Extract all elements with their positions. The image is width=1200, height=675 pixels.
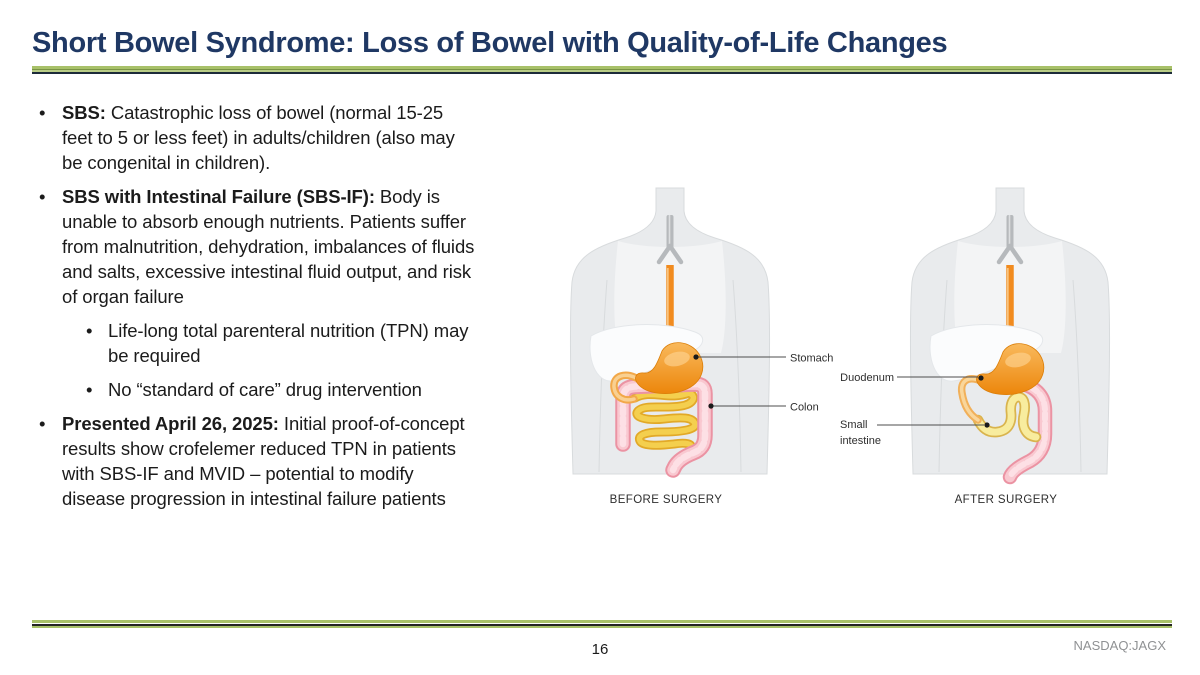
bullet-list: SBS: Catastrophic loss of bowel (normal … xyxy=(36,100,476,511)
duodenum-shape xyxy=(610,371,644,404)
colon-shape xyxy=(1002,376,1053,485)
stomach-highlight xyxy=(1005,352,1031,368)
label-colon: Colon xyxy=(790,402,819,414)
figure-captions: BEFORE SURGERY AFTER SURGERY xyxy=(610,494,1058,506)
label-small-intestine-line1: Small xyxy=(840,419,868,431)
sub-bullet-tpn: Life-long total parenteral nutrition (TP… xyxy=(36,318,476,368)
bullet-body: No “standard of care” drug intervention xyxy=(108,379,422,400)
bullet-body: Catastrophic loss of bowel (normal 15-25… xyxy=(62,102,455,173)
sub-bullet-standard-of-care: No “standard of care” drug intervention xyxy=(36,377,476,402)
bullet-sbs: SBS: Catastrophic loss of bowel (normal … xyxy=(36,100,476,175)
anatomy-svg: Stomach Colon Duodenum Small intestine B… xyxy=(545,185,1135,506)
after-figure xyxy=(910,188,1109,485)
caption-before-surgery: BEFORE SURGERY xyxy=(610,494,723,506)
before-figure xyxy=(570,188,769,478)
bullet-body: Initial proof-of-concept results show cr… xyxy=(62,413,465,509)
anatomy-illustration: Stomach Colon Duodenum Small intestine B… xyxy=(545,185,1135,520)
organ-labels: Stomach Colon Duodenum Small intestine xyxy=(790,353,894,448)
page-title: Short Bowel Syndrome: Loss of Bowel with… xyxy=(32,27,948,59)
bullet-lead: SBS with Intestinal Failure (SBS-IF): xyxy=(62,186,375,207)
footer-divider xyxy=(32,620,1172,628)
header-divider xyxy=(32,66,1172,74)
label-duodenum: Duodenum xyxy=(840,372,894,384)
small-intestine-shape xyxy=(972,391,1042,443)
duodenum-shape xyxy=(957,375,985,424)
stomach-highlight xyxy=(664,351,690,367)
ticker-label: NASDAQ:JAGX xyxy=(1073,638,1166,653)
bullet-presented: Presented April 26, 2025: Initial proof-… xyxy=(36,411,476,511)
label-stomach: Stomach xyxy=(790,353,833,365)
bullet-lead: SBS: xyxy=(62,102,106,123)
page-number: 16 xyxy=(591,641,609,658)
leader-dots xyxy=(693,354,990,428)
label-small-intestine-line2: intestine xyxy=(840,435,881,447)
leader-lines xyxy=(696,356,984,426)
colon-shape xyxy=(615,376,713,478)
caption-after-surgery: AFTER SURGERY xyxy=(955,494,1058,506)
small-intestine-shape xyxy=(630,388,700,453)
bullet-lead: Presented April 26, 2025: xyxy=(62,413,279,434)
bullet-text-block: SBS: Catastrophic loss of bowel (normal … xyxy=(36,100,476,520)
bullet-body: Body is unable to absorb enough nutrient… xyxy=(62,186,475,307)
bullet-sbs-if: SBS with Intestinal Failure (SBS-IF): Bo… xyxy=(36,184,476,309)
bullet-body: Life-long total parenteral nutrition (TP… xyxy=(108,320,469,366)
